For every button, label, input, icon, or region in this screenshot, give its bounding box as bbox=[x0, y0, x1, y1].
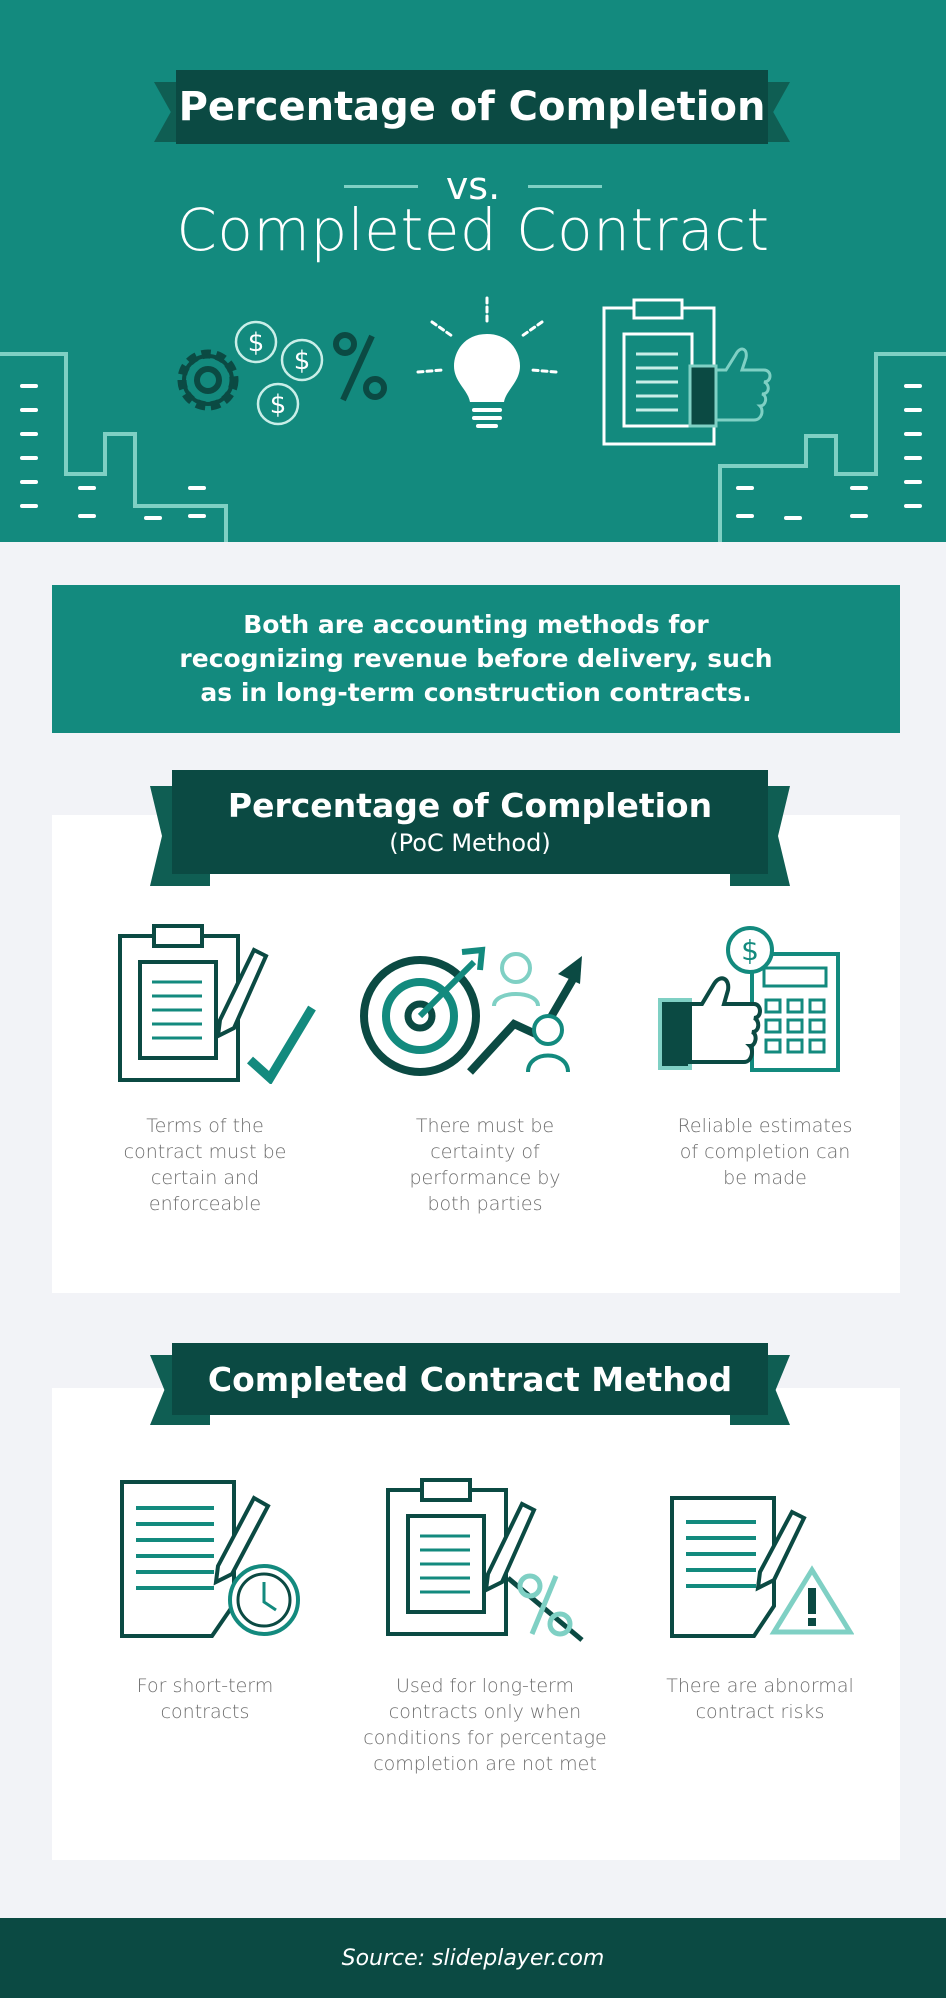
cc-card bbox=[52, 1388, 900, 1860]
poc-item-text: Terms of the contract must be certain an… bbox=[123, 1115, 287, 1215]
poc-title: Percentage of Completion bbox=[227, 786, 713, 825]
hero-banner: Percentage of Completion vs. Completed C… bbox=[0, 0, 946, 542]
thumbs-up-calculator-icon: $ bbox=[658, 926, 840, 1072]
title-ribbon: Percentage of Completion bbox=[154, 70, 790, 154]
clipboard-thumbs-up-icon bbox=[602, 298, 772, 446]
svg-text:$: $ bbox=[270, 390, 287, 420]
poc-subtitle: (PoC Method) bbox=[389, 829, 551, 857]
footer: Source: slideplayer.com bbox=[0, 1918, 946, 1998]
poc-item-text: Reliable estimates of completion can be … bbox=[677, 1115, 853, 1189]
intro-text: Both are accounting methods for recogniz… bbox=[179, 610, 773, 707]
skyline-left-icon bbox=[0, 352, 228, 542]
svg-text:$: $ bbox=[294, 346, 311, 376]
divider-line bbox=[528, 184, 603, 188]
divider-line bbox=[343, 184, 418, 188]
page-title: Percentage of Completion bbox=[178, 84, 766, 130]
svg-text:$: $ bbox=[741, 934, 759, 967]
document-clock-icon bbox=[120, 1480, 300, 1638]
poc-ribbon: Percentage of Completion (PoC Method) bbox=[150, 770, 790, 888]
page-subtitle: Completed Contract bbox=[176, 196, 770, 264]
intro-banner: Both are accounting methods for recogniz… bbox=[52, 585, 900, 733]
cc-ribbon: Completed Contract Method bbox=[150, 1343, 790, 1427]
clipboard-check-icon bbox=[118, 924, 316, 1084]
gear-money-percent-icon: $$$ bbox=[177, 320, 387, 426]
cc-item-text: Used for long-term contracts only when c… bbox=[363, 1675, 607, 1775]
vs-divider: vs. bbox=[0, 160, 946, 212]
cc-item-text: There are abnormal contract risks bbox=[666, 1675, 854, 1723]
lightbulb-icon bbox=[416, 296, 558, 428]
cc-item-text: For short-term contracts bbox=[136, 1675, 274, 1723]
skyline-right-icon bbox=[718, 352, 946, 542]
vs-label: vs. bbox=[445, 164, 501, 208]
clipboard-percent-icon bbox=[386, 1478, 584, 1642]
svg-text:$: $ bbox=[248, 328, 265, 358]
target-growth-icon bbox=[360, 946, 582, 1076]
cc-title: Completed Contract Method bbox=[207, 1359, 733, 1399]
poc-item-text: There must be certainty of performance b… bbox=[409, 1115, 561, 1215]
document-warning-icon bbox=[670, 1496, 854, 1638]
source-text: Source: slideplayer.com bbox=[341, 1945, 605, 1971]
